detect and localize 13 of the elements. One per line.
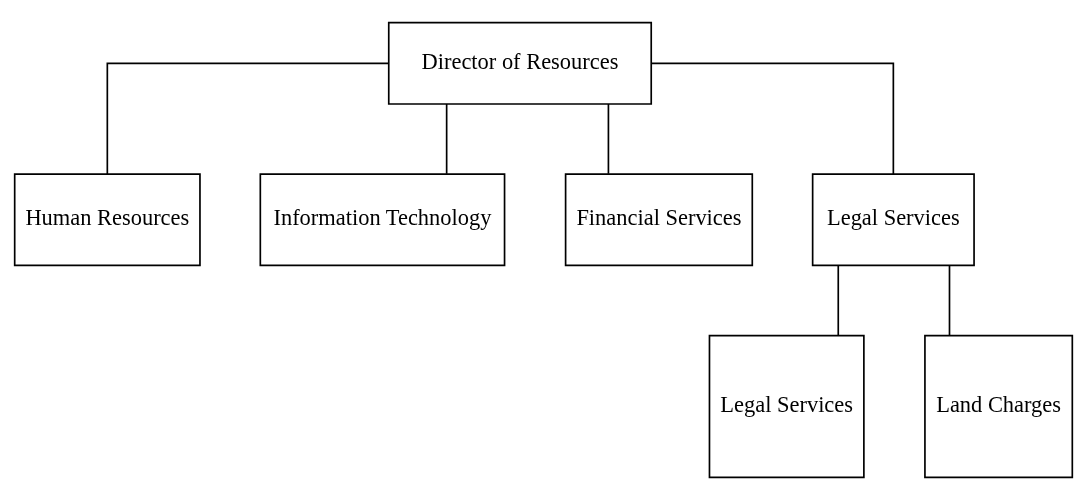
node-box: Land Charges (924, 334, 1074, 478)
connector (106, 62, 390, 175)
node-box: Financial Services (564, 172, 754, 266)
connector (445, 102, 448, 175)
connector (607, 102, 610, 175)
connector (650, 62, 895, 175)
node-box: Human Resources (13, 172, 201, 266)
node-box: Director of Resources (387, 21, 653, 105)
node-box: Legal Services (708, 334, 865, 478)
connector (948, 264, 951, 336)
connector (837, 264, 840, 336)
node-box: Information Technology (259, 172, 506, 266)
node-box: Legal Services (811, 172, 975, 266)
